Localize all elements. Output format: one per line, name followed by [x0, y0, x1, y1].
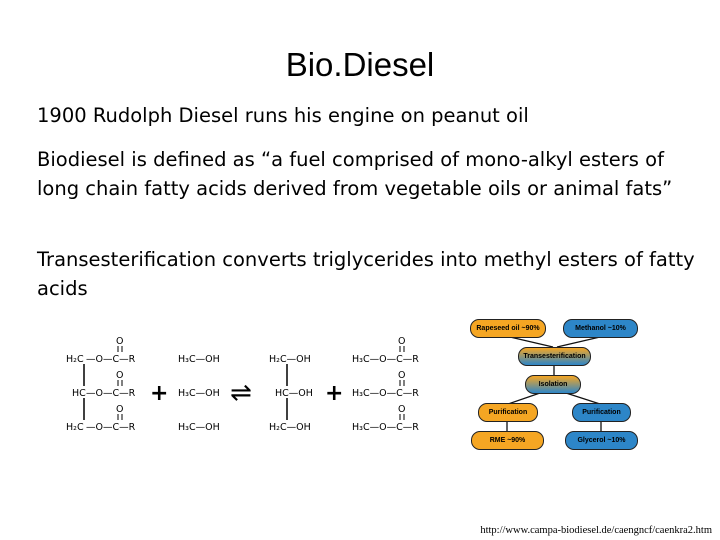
plus-sign-1: + [150, 381, 168, 406]
methyl-ester-1: H₃C—O—C—R [352, 354, 419, 365]
me-oxygen-3: O [398, 404, 405, 415]
bullet-definition: Biodiesel is defined as “a fuel comprise… [37, 148, 673, 200]
plus-sign-2: + [325, 381, 343, 406]
methanol: H₃C—OH H₃C—OH H₃C—OH [178, 354, 220, 433]
source-url: http://www.campa-biodiesel.de/caengncf/c… [480, 525, 712, 536]
tg-top: H₂C [66, 354, 84, 365]
tg-oxygen-3: O [116, 404, 123, 415]
methyl-ester-2: H₃C—O—C—R [352, 388, 419, 399]
flow-purification-left: Purification [478, 403, 538, 422]
tg-oxygen-2: O [116, 370, 123, 381]
tg-ester-1: —O—C—R [86, 354, 136, 365]
bullet-transesterification: Transesterification converts triglycerid… [37, 248, 695, 300]
tg-mid: HC [72, 388, 86, 399]
glycerol-mid: HC—OH [275, 388, 313, 399]
glycerol-bot: H₂C—OH [269, 422, 311, 433]
flowchart-connectors [506, 336, 602, 431]
me-oxygen-1: O [398, 336, 405, 347]
flow-glycerol: Glycerol ~10% [565, 431, 638, 450]
triglyceride: H₂C HC H₂C —O—C—R —O—C—R —O—C—R O O O [66, 336, 136, 433]
glycerol-top: H₂C—OH [269, 354, 311, 365]
methanol-3: H₃C—OH [178, 422, 220, 433]
tg-bot: H₂C [66, 422, 84, 433]
methanol-1: H₃C—OH [178, 354, 220, 365]
flow-isolation: Isolation [525, 375, 581, 394]
flow-rme: RME ~90% [471, 431, 544, 450]
tg-ester-3: —O—C—R [86, 422, 136, 433]
tg-ester-2: —O—C—R [86, 388, 136, 399]
methyl-ester-3: H₃C—O—C—R [352, 422, 419, 433]
bullet-history: 1900 Rudolph Diesel runs his engine on p… [37, 104, 529, 127]
flow-rapeseed-oil: Rapeseed oil ~90% [470, 319, 546, 338]
flow-methanol: Methanol ~10% [563, 319, 638, 338]
me-oxygen-2: O [398, 370, 405, 381]
tg-oxygen-1: O [116, 336, 123, 347]
slide-title: Bio.Diesel [285, 46, 435, 83]
flow-purification-right: Purification [572, 403, 631, 422]
methanol-2: H₃C—OH [178, 388, 220, 399]
glycerol: H₂C—OH HC—OH H₂C—OH [269, 354, 313, 433]
methyl-esters: H₃C—O—C—R H₃C—O—C—R H₃C—O—C—R O O O [352, 336, 419, 433]
equilibrium-arrow: ⇌ [230, 378, 252, 408]
flow-transesterification: Transesterification [518, 347, 591, 366]
